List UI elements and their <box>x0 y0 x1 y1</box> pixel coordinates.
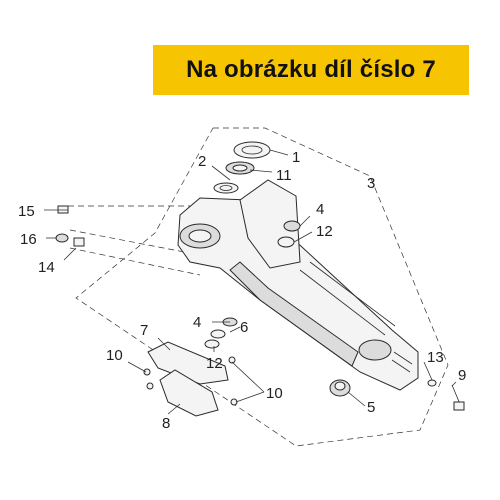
callout-10-right: 10 <box>266 385 283 402</box>
callout-12-lower: 12 <box>206 355 223 372</box>
callout-9: 9 <box>458 367 466 384</box>
cover-bracket-parts <box>143 341 238 417</box>
leader-lines <box>44 149 457 415</box>
assembly-outline <box>68 127 449 447</box>
callout-15: 15 <box>18 203 35 220</box>
bushing-parts <box>204 220 301 349</box>
callout-10-left: 10 <box>106 347 123 364</box>
callout-6: 6 <box>240 319 248 336</box>
callout-7: 7 <box>140 322 148 339</box>
callout-8: 8 <box>162 415 170 432</box>
callout-3: 3 <box>367 175 375 192</box>
rubber-mount-part <box>329 379 351 397</box>
callout-12-upper: 12 <box>316 223 333 240</box>
callout-2: 2 <box>198 153 206 170</box>
callout-labels: 1 2 3 4 12 11 15 16 14 4 6 12 7 10 10 13… <box>18 149 466 432</box>
callout-5: 5 <box>367 399 375 416</box>
bolt-parts <box>427 379 465 411</box>
callout-16: 16 <box>20 231 37 248</box>
callout-14: 14 <box>38 259 55 276</box>
callout-1: 1 <box>292 149 300 166</box>
swing-arm-body <box>177 179 419 391</box>
callout-11: 11 <box>276 167 292 184</box>
part-number-banner: Na obrázku díl číslo 7 <box>153 45 469 95</box>
callout-13: 13 <box>427 349 444 366</box>
callout-4-lower: 4 <box>193 314 201 331</box>
banner-text: Na obrázku díl číslo 7 <box>186 56 436 83</box>
callout-4-upper: 4 <box>316 201 324 218</box>
bearing-seal-parts <box>213 141 271 194</box>
fastener-parts-left <box>55 205 85 247</box>
